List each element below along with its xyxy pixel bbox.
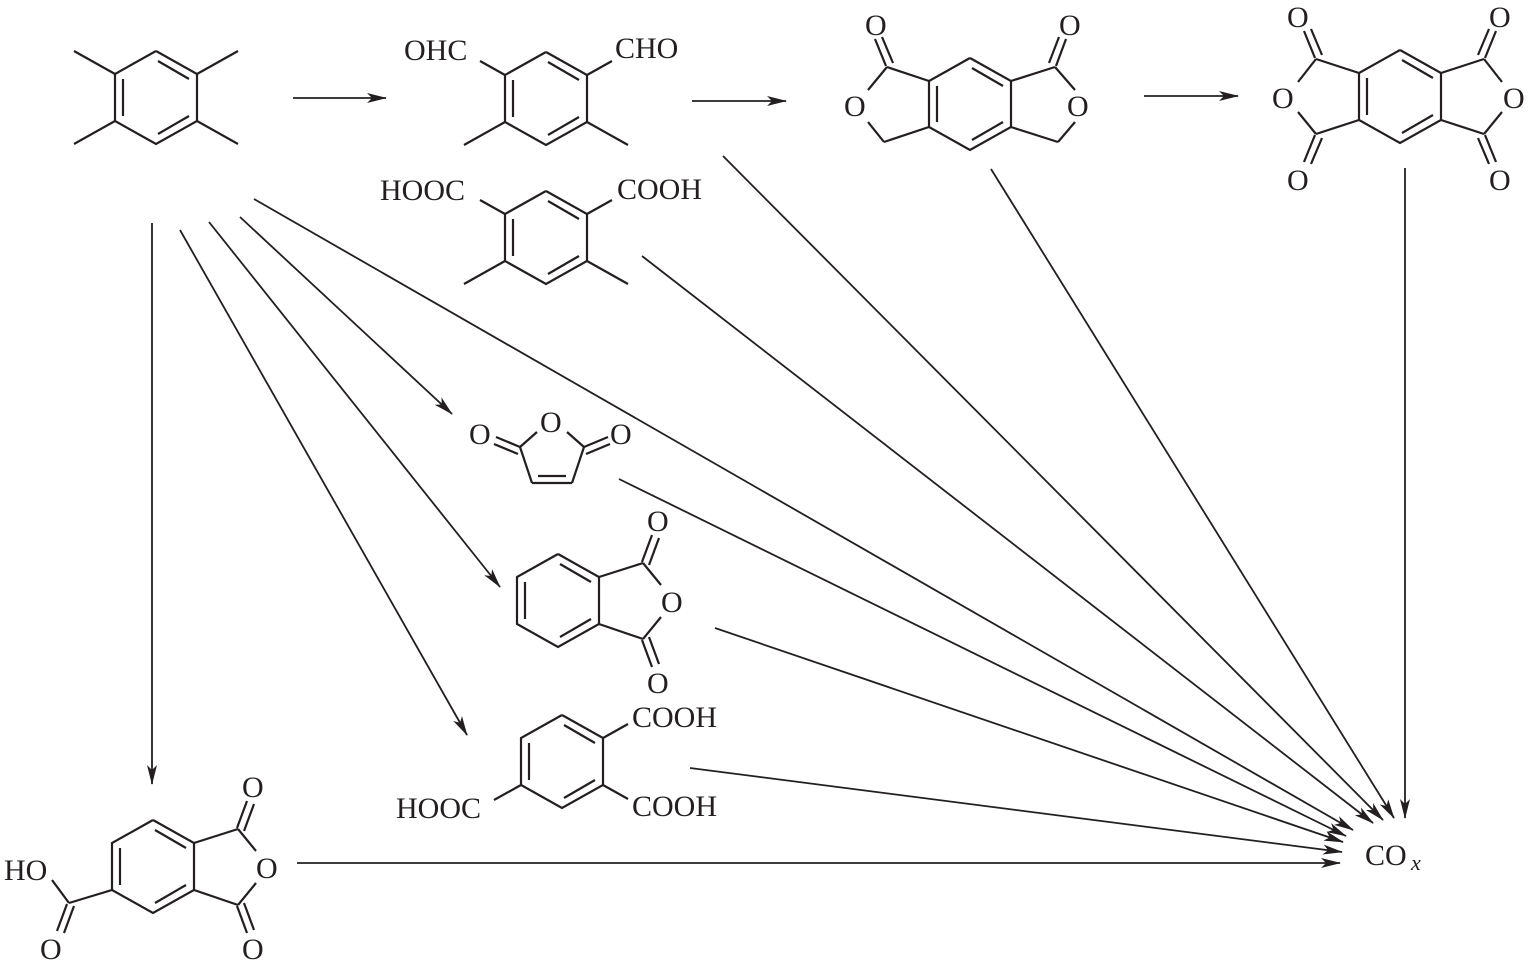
molecule-maleic-anhydride: O O O xyxy=(469,406,632,485)
arrow-dilactone-to-cox xyxy=(990,168,1395,819)
label-o: O xyxy=(469,418,491,451)
label-o: O xyxy=(242,933,264,963)
label-o: O xyxy=(540,406,562,439)
label-o: O xyxy=(844,90,866,123)
molecule-dilactone: O O O O xyxy=(844,9,1089,152)
label-o: O xyxy=(1059,9,1081,42)
arrow-maleic-to-cox xyxy=(618,478,1347,837)
label-o: O xyxy=(1489,1,1511,34)
label-hooc: HOOC xyxy=(396,792,481,825)
label-o: O xyxy=(647,667,669,700)
label-o: O xyxy=(1067,90,1089,123)
node-cox: CO x xyxy=(1365,839,1421,875)
label-o: O xyxy=(865,9,887,42)
label-o: O xyxy=(610,418,632,451)
molecule-phthalic-anhydride: O O O xyxy=(515,505,683,700)
label-o: O xyxy=(661,586,683,619)
label-cooh: COOH xyxy=(632,701,717,734)
arrow-durene-to-trimellitic-acid xyxy=(179,229,468,736)
label-hooc: HOOC xyxy=(380,174,465,207)
label-o: O xyxy=(1503,82,1525,115)
label-ohc: OHC xyxy=(404,34,467,67)
arrow-trimellitic-acid-to-cox xyxy=(689,767,1343,855)
arrow-dialdehyde-to-cox xyxy=(722,155,1384,821)
arrow-diacid-to-cox xyxy=(641,255,1374,824)
arrow-phthalic-to-cox xyxy=(714,627,1344,843)
label-o: O xyxy=(647,505,669,538)
label-ho: HO xyxy=(4,854,47,887)
label-co: CO xyxy=(1365,839,1407,872)
molecule-trimellitic-acid: COOH COOH HOOC xyxy=(396,701,717,825)
label-o: O xyxy=(1489,164,1511,197)
label-o: O xyxy=(40,933,62,963)
molecule-durene xyxy=(73,50,239,146)
label-o: O xyxy=(242,771,264,804)
label-cooh: COOH xyxy=(617,173,702,206)
label-o: O xyxy=(1272,82,1294,115)
label-o: O xyxy=(256,852,278,885)
arrow-durene-to-cox xyxy=(253,198,1354,831)
molecule-dialdehyde: OHC CHO xyxy=(404,32,678,147)
arrow-durene-to-maleic-anhydride xyxy=(239,216,453,415)
label-o: O xyxy=(1287,164,1309,197)
label-o: O xyxy=(1287,1,1309,34)
reaction-arrows xyxy=(147,91,1410,868)
molecule-pmda: O O O O O O xyxy=(1272,1,1525,197)
label-cooh: COOH xyxy=(632,790,717,823)
label-subscript-x: x xyxy=(1410,850,1421,875)
arrow-durene-to-phthalic-anhydride xyxy=(208,221,501,588)
molecule-diacid: HOOC COOH xyxy=(380,173,702,286)
label-cho: CHO xyxy=(615,32,678,65)
molecule-trimellitic-anhydride: HO O O O O xyxy=(4,771,278,963)
